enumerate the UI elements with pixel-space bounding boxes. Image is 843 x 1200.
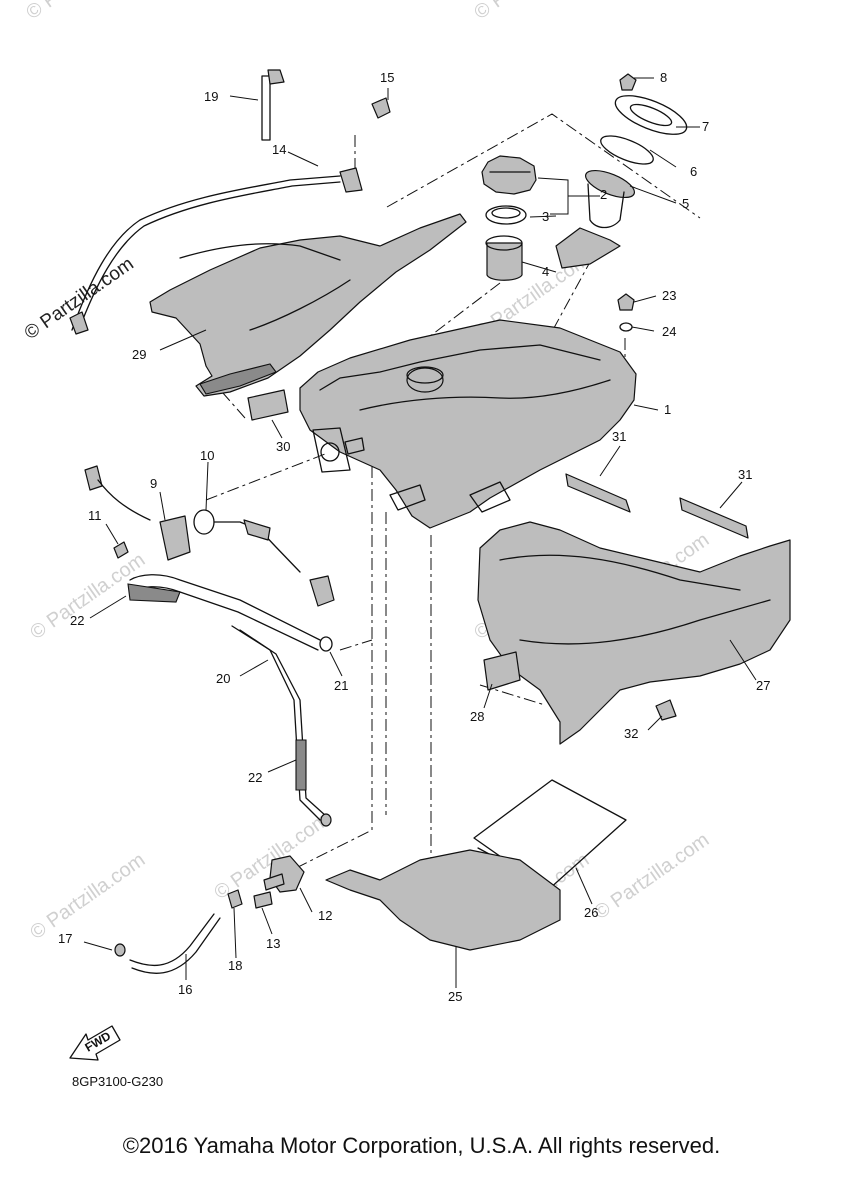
hose-14 — [69, 69, 391, 335]
breather-hose — [127, 574, 333, 827]
callout-3: 3 — [542, 209, 549, 224]
under-cover — [325, 779, 627, 951]
nut-and-washer — [617, 293, 635, 332]
right-side-cover — [477, 473, 791, 745]
callout-21: 21 — [334, 678, 348, 693]
callout-2: 2 — [600, 187, 607, 202]
callout-8: 8 — [660, 70, 667, 85]
callout-32: 32 — [624, 726, 638, 741]
callout-31a: 31 — [612, 429, 626, 444]
fuel-sender — [84, 465, 335, 607]
callout-10: 10 — [200, 448, 214, 463]
drain-assembly — [114, 855, 305, 974]
callout-24: 24 — [662, 324, 676, 339]
callout-20: 20 — [216, 671, 230, 686]
callout-5: 5 — [682, 196, 689, 211]
callout-13: 13 — [266, 936, 280, 951]
callout-16: 16 — [178, 982, 192, 997]
callout-28: 28 — [470, 709, 484, 724]
callout-31b: 31 — [738, 467, 752, 482]
leader-lines — [83, 77, 757, 988]
callout-14: 14 — [272, 142, 286, 157]
fwd-label: FWD — [83, 1029, 114, 1055]
callout-18: 18 — [228, 958, 242, 973]
callout-12: 12 — [318, 908, 332, 923]
callout-27: 27 — [756, 678, 770, 693]
watermark-10: © Partzilla.com — [590, 829, 713, 924]
fwd-arrow: FWD — [69, 1025, 121, 1061]
watermark-7: © Partzilla.com — [210, 809, 333, 904]
watermarks: © Partzilla.com © Partzilla.com © Partzi… — [21, 0, 713, 944]
callout-30: 30 — [276, 439, 290, 454]
fuel-cap-assembly — [481, 155, 537, 281]
watermark-2: © Partzilla.com — [470, 0, 593, 24]
left-side-cover — [149, 213, 467, 421]
callout-7: 7 — [702, 119, 709, 134]
callout-26: 26 — [584, 905, 598, 920]
watermark-5: © Partzilla.com — [26, 849, 149, 944]
callout-4: 4 — [542, 264, 549, 279]
callout-9: 9 — [150, 476, 157, 491]
callout-11: 11 — [88, 508, 102, 523]
fuel-pump — [555, 73, 688, 269]
diagram-code: 8GP3100-G230 — [72, 1074, 164, 1089]
callout-29: 29 — [132, 347, 146, 362]
callout-6: 6 — [690, 164, 697, 179]
callouts: 1 2 3 4 5 6 7 8 9 10 11 12 13 14 15 16 1… — [58, 70, 770, 1004]
callout-22b: 22 — [248, 770, 262, 785]
callout-1: 1 — [664, 402, 671, 417]
callout-17: 17 — [58, 931, 72, 946]
callout-15: 15 — [380, 70, 394, 85]
copyright-notice: ©2016 Yamaha Motor Corporation, U.S.A. A… — [122, 1133, 721, 1158]
watermark-1: © Partzilla.com — [22, 0, 145, 24]
callout-23: 23 — [662, 288, 676, 303]
callout-25: 25 — [448, 989, 462, 1004]
callout-22a: 22 — [70, 613, 84, 628]
fuel-tank — [299, 319, 637, 529]
callout-19: 19 — [204, 89, 218, 104]
